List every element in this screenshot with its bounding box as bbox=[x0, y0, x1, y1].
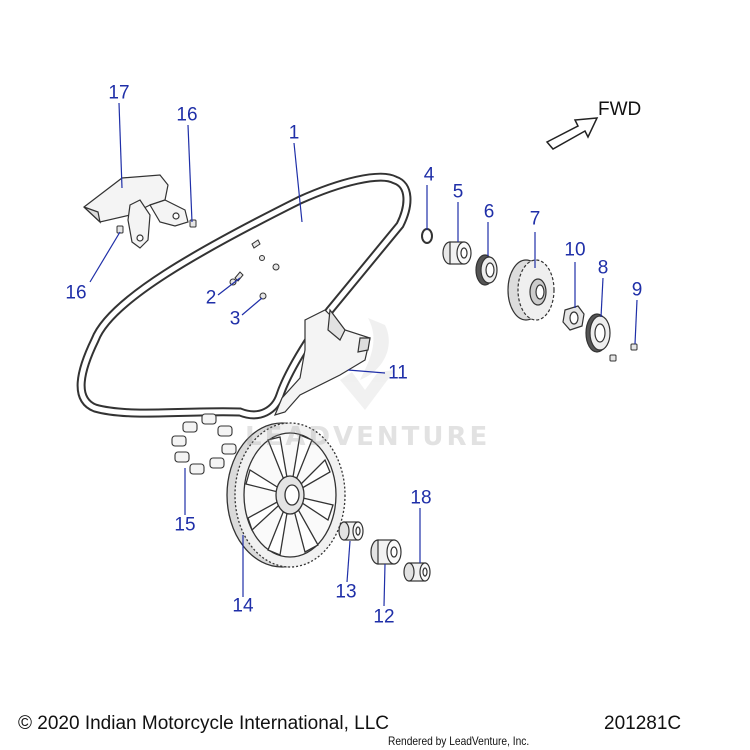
bolts-and-nuts bbox=[229, 239, 280, 300]
front-sprocket bbox=[507, 259, 555, 321]
oil-seal bbox=[475, 254, 498, 286]
callout-11: 11 bbox=[388, 362, 408, 384]
callout-6: 6 bbox=[483, 201, 495, 223]
bearing-front bbox=[442, 241, 472, 265]
callout-5: 5 bbox=[452, 181, 464, 203]
sprocket-nut bbox=[562, 305, 585, 331]
callout-10: 10 bbox=[564, 239, 586, 261]
lock-plate bbox=[585, 313, 611, 353]
belt-guard-bracket bbox=[83, 174, 189, 249]
callout-4: 4 bbox=[423, 164, 435, 186]
lock-plate-screws bbox=[609, 343, 638, 362]
wheel-spacer bbox=[338, 521, 364, 541]
lower-belt-guard bbox=[273, 308, 371, 416]
callout-14: 14 bbox=[232, 595, 254, 617]
copyright-notice: © 2020 Indian Motorcycle International, … bbox=[18, 713, 389, 734]
watermark-logo bbox=[340, 318, 395, 410]
callout-15: 15 bbox=[174, 514, 196, 536]
watermark-text: LEADVENTURE bbox=[245, 422, 491, 452]
callout-18: 18 bbox=[410, 487, 432, 509]
callout-12: 12 bbox=[373, 606, 395, 628]
callout-13: 13 bbox=[335, 581, 357, 603]
callout-9: 9 bbox=[631, 279, 643, 301]
callout-16-bottom: 16 bbox=[65, 282, 87, 304]
callout-17: 17 bbox=[108, 82, 130, 104]
wheel-bearing bbox=[370, 539, 402, 565]
rear-pulley bbox=[226, 422, 346, 568]
forward-arrow-icon bbox=[545, 117, 599, 150]
rendered-by-credit: Rendered by LeadVenture, Inc. bbox=[388, 734, 530, 748]
screw-bottom bbox=[116, 225, 124, 234]
diagram-id: 201281C bbox=[604, 713, 682, 734]
screw-top bbox=[189, 219, 197, 228]
snap-ring bbox=[421, 228, 433, 244]
forward-direction-label: FWD bbox=[598, 99, 642, 120]
callout-2: 2 bbox=[205, 287, 217, 309]
callout-8: 8 bbox=[597, 257, 609, 279]
cush-drive-dampers bbox=[171, 413, 237, 475]
callout-7: 7 bbox=[529, 208, 541, 230]
callout-1: 1 bbox=[288, 122, 300, 144]
leader-lines bbox=[89, 102, 638, 607]
callout-16-top: 16 bbox=[176, 104, 198, 126]
wheel-bushing bbox=[403, 562, 431, 582]
callout-3: 3 bbox=[229, 308, 241, 330]
